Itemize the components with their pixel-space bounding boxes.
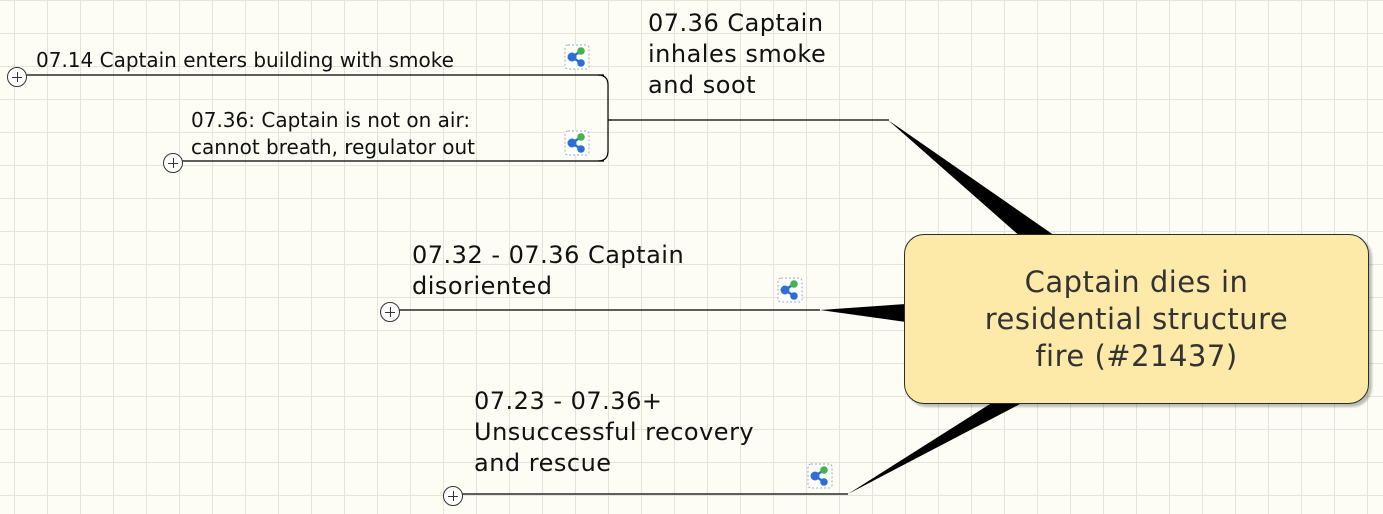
central-topic-label: Captain dies in residential structure fi… (984, 264, 1289, 373)
topic-label: 07.14 Captain enters building with smoke (36, 48, 454, 72)
topic-disoriented[interactable]: 07.32 - 07.36 Captain disoriented (412, 240, 772, 302)
topic-not-on-air[interactable]: 07.36: Captain is not on air: cannot bre… (191, 107, 541, 161)
topic-enters-building[interactable]: 07.14 Captain enters building with smoke (36, 47, 454, 74)
branch-connector-rescue (848, 404, 1020, 494)
topic-inhales-smoke[interactable]: 07.36 Captain inhales smoke and soot (648, 8, 868, 101)
branch-connector-inhales (888, 120, 1058, 238)
branch-connector-disoriented (820, 304, 906, 322)
topic-label: 07.36 Captain inhales smoke and soot (648, 9, 827, 99)
expand-plus-icon[interactable] (163, 153, 183, 173)
topic-label: 07.32 - 07.36 Captain disoriented (412, 241, 685, 300)
topic-recovery-rescue[interactable]: 07.23 - 07.36+ Unsuccessful recovery and… (474, 386, 794, 479)
linked-map-icon[interactable] (807, 463, 833, 489)
topic-label: 07.36: Captain is not on air: cannot bre… (191, 108, 475, 159)
linked-map-icon[interactable] (564, 130, 590, 156)
expand-plus-icon[interactable] (380, 302, 400, 322)
expand-plus-icon[interactable] (7, 67, 27, 87)
subtopic-bracket (597, 74, 612, 162)
central-topic[interactable]: Captain dies in residential structure fi… (904, 234, 1369, 404)
topic-label: 07.23 - 07.36+ Unsuccessful recovery and… (474, 387, 755, 477)
expand-plus-icon[interactable] (443, 486, 463, 506)
linked-map-icon[interactable] (777, 277, 803, 303)
linked-map-icon[interactable] (564, 44, 590, 70)
